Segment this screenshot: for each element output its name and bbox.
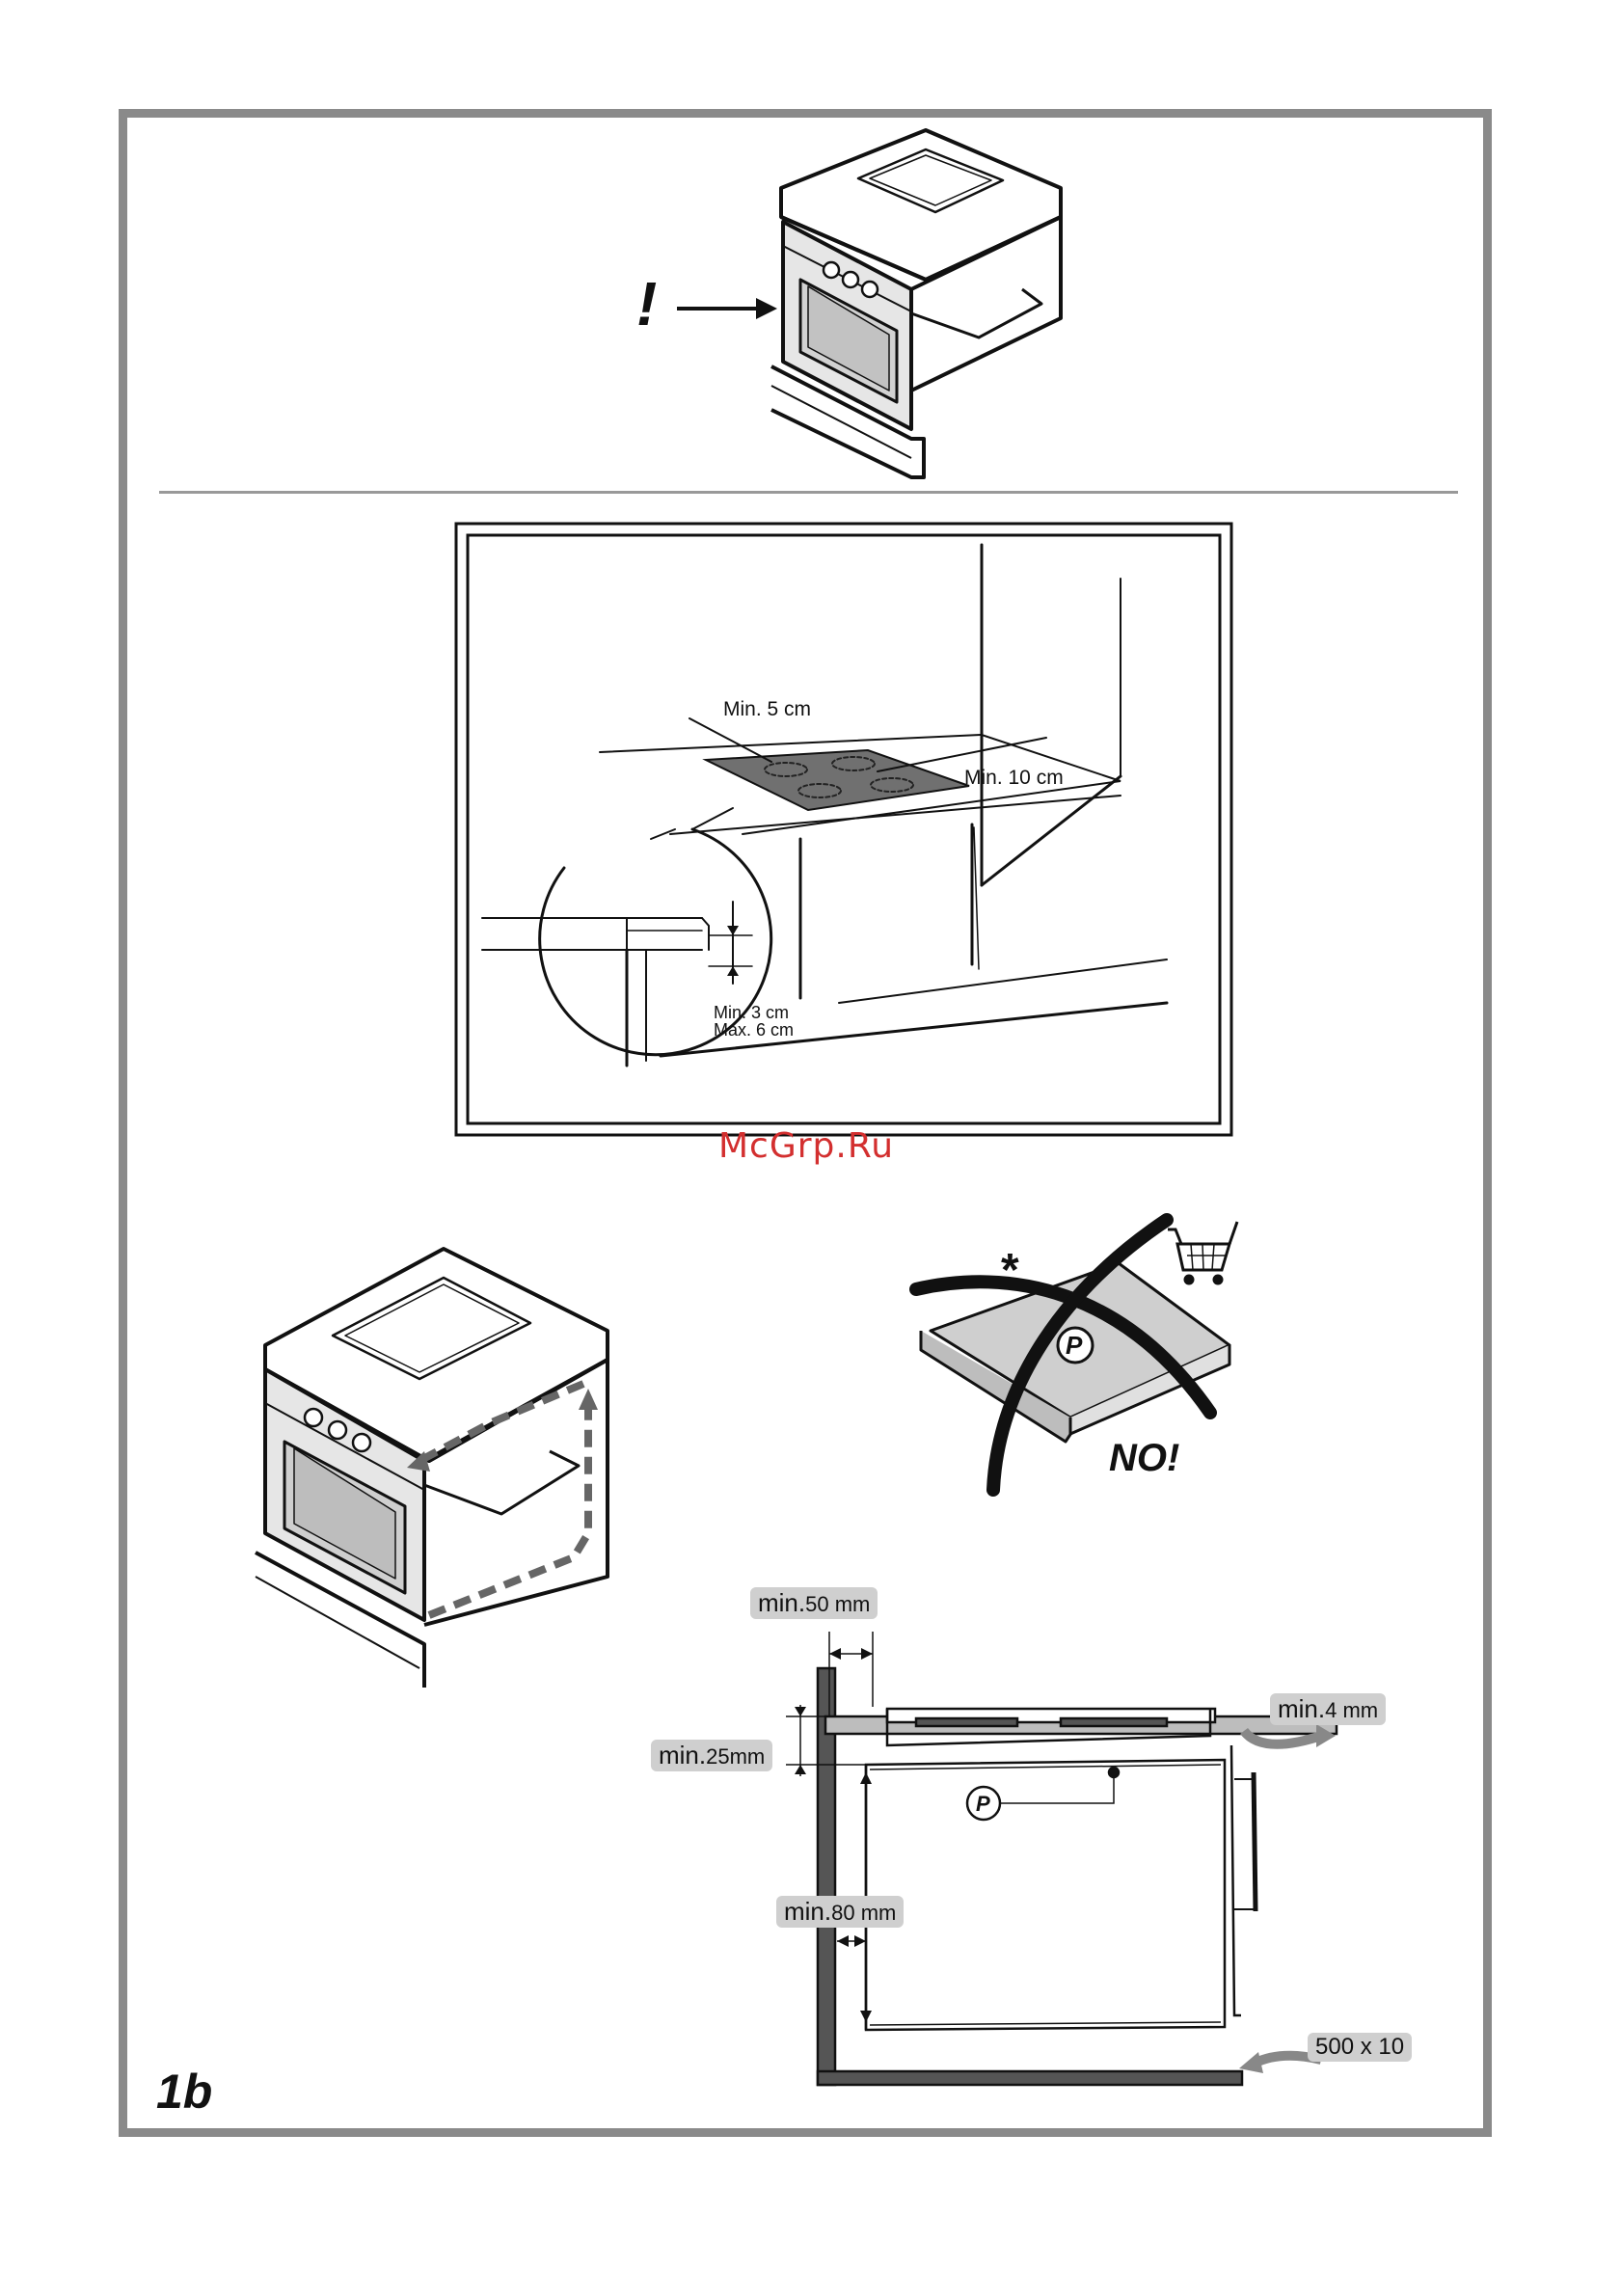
label-min-80mm-value: 80 mm bbox=[831, 1901, 896, 1925]
label-min-80mm: min.80 mm bbox=[776, 1896, 904, 1928]
label-min-25mm-value: 25mm bbox=[706, 1744, 765, 1769]
figure-cooktop-clearances bbox=[453, 521, 1234, 1138]
section-divider bbox=[159, 491, 1458, 494]
section-p-mark: P bbox=[976, 1792, 990, 1817]
shopping-cart-icon bbox=[1168, 1222, 1237, 1283]
label-min-50mm-value: 50 mm bbox=[805, 1592, 870, 1616]
no-label: NO! bbox=[1109, 1437, 1179, 1480]
figure-number: 1b bbox=[156, 2064, 212, 2120]
label-max-6cm: Max. 6 cm bbox=[714, 1020, 794, 1040]
label-min-4mm-prefix: min. bbox=[1278, 1694, 1325, 1723]
figure-no-tray bbox=[902, 1210, 1268, 1499]
warning-mark: ! bbox=[636, 268, 657, 339]
label-min-5cm: Min. 5 cm bbox=[723, 698, 811, 721]
watermark: McGrp.Ru bbox=[718, 1126, 894, 1166]
label-min-10cm: Min. 10 cm bbox=[964, 767, 1064, 790]
label-min-50mm-prefix: min. bbox=[758, 1588, 805, 1617]
tray-p-mark: P bbox=[1066, 1331, 1082, 1361]
label-vent-size: 500 x 10 bbox=[1308, 2033, 1412, 2062]
figure-section-dimensions bbox=[656, 1601, 1427, 2102]
label-min-4mm-value: 4 mm bbox=[1325, 1698, 1378, 1722]
label-min-80mm-prefix: min. bbox=[784, 1897, 831, 1926]
label-min-25mm-prefix: min. bbox=[659, 1741, 706, 1769]
label-min-25mm: min.25mm bbox=[651, 1740, 772, 1771]
label-min-4mm: min.4 mm bbox=[1270, 1693, 1386, 1725]
asterisk-mark: * bbox=[1001, 1244, 1019, 1297]
figure-oven-airflow bbox=[241, 1244, 627, 1697]
label-min-50mm: min.50 mm bbox=[750, 1587, 878, 1619]
warning-arrow bbox=[675, 294, 781, 323]
